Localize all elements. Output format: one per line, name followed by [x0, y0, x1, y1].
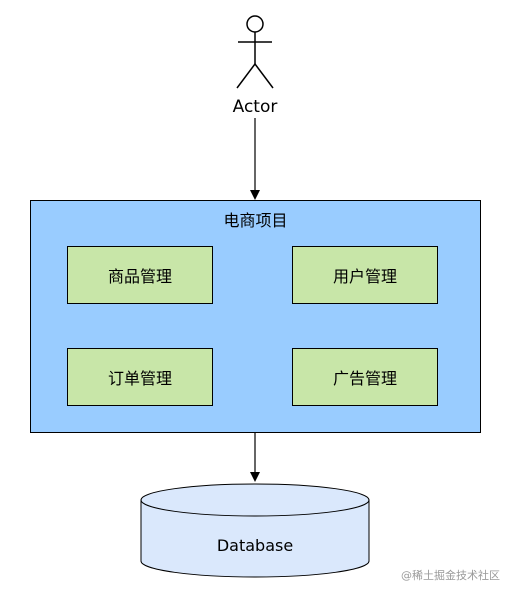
actor-figure-icon	[236, 15, 274, 89]
arrow-system-to-database-head	[250, 472, 260, 482]
module-product-management: 商品管理	[67, 246, 213, 304]
database-label: Database	[216, 536, 294, 555]
database-cylinder-icon	[140, 483, 370, 578]
actor-label: Actor	[232, 97, 278, 117]
watermark-text: @稀土掘金技术社区	[401, 569, 500, 582]
module-order-management: 订单管理	[67, 348, 213, 406]
system-title: 电商项目	[223, 211, 288, 230]
module-user-management: 用户管理	[292, 246, 438, 304]
system-boundary: 电商项目 商品管理 用户管理 订单管理 广告管理	[30, 200, 481, 433]
arrow-actor-to-system-head	[250, 190, 260, 200]
module-ad-management: 广告管理	[292, 348, 438, 406]
